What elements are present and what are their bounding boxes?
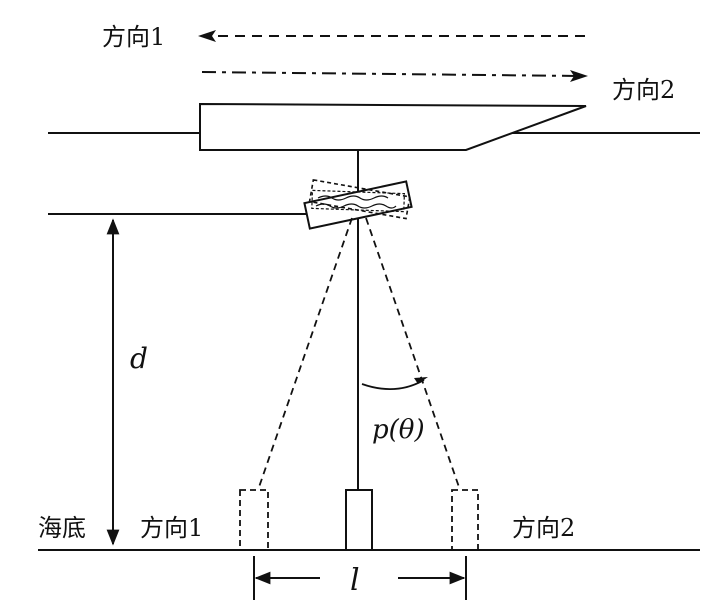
beam-right bbox=[365, 217, 461, 491]
transducer bbox=[303, 178, 413, 230]
bottom-direction-2-label: 方向2 bbox=[512, 514, 575, 542]
angle-label: p(θ) bbox=[372, 415, 425, 445]
vessel-hull bbox=[199, 102, 587, 151]
angle-arc bbox=[361, 377, 428, 391]
depth-label: d bbox=[130, 342, 148, 375]
length-label: l bbox=[350, 563, 360, 598]
bottom-direction-1-label: 方向1 bbox=[140, 514, 203, 542]
direction-1-arrow bbox=[198, 30, 585, 42]
target-center bbox=[345, 489, 373, 551]
top-direction-2-label: 方向2 bbox=[612, 76, 675, 104]
length-dimension bbox=[253, 556, 467, 600]
beam-left bbox=[257, 217, 353, 491]
seabed-label: 海底 bbox=[38, 514, 86, 542]
target-left-dashed bbox=[239, 489, 269, 551]
top-direction-1-label: 方向1 bbox=[102, 23, 165, 51]
target-right-dashed bbox=[451, 489, 479, 551]
direction-2-arrow bbox=[201, 70, 588, 82]
